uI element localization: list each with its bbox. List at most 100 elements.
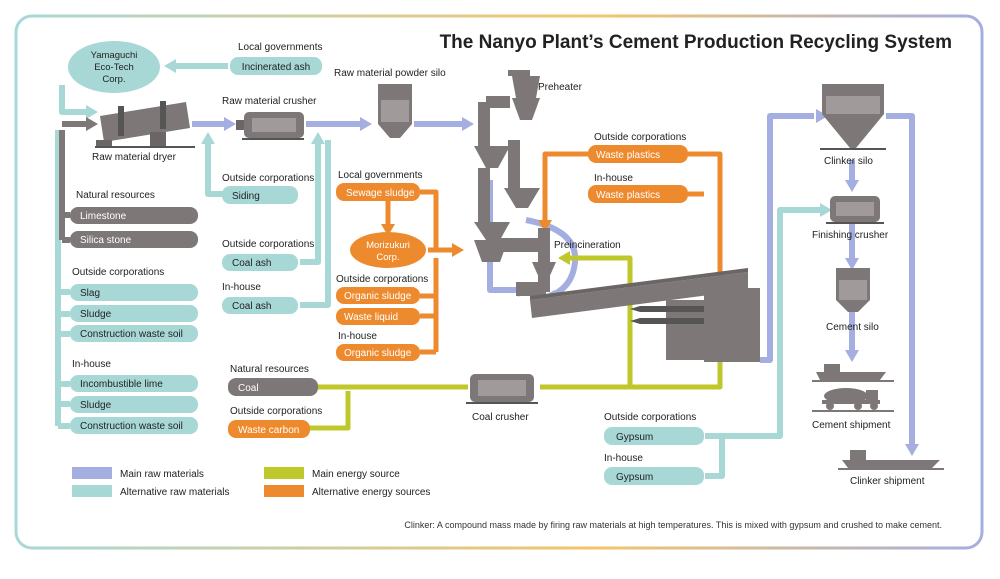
waste-liquid-box — [336, 308, 420, 325]
organic-sludge-2-text: Organic sludge — [344, 348, 412, 359]
powder-silo-icon — [378, 84, 412, 138]
legend-main-raw-label: Main raw materials — [120, 469, 204, 480]
outside-corp-coal-ash-label: Outside corporations — [222, 239, 314, 250]
raw-material-crusher-label: Raw material crusher — [222, 96, 317, 107]
coal-text: Coal — [238, 383, 259, 394]
limestone-text: Limestone — [80, 211, 127, 222]
incinerated-ash-box — [230, 57, 322, 75]
outside-corp-organic-label: Outside corporations — [336, 274, 428, 285]
local-gov-2-label: Local governments — [338, 170, 423, 181]
legend-alt-raw-swatch — [72, 485, 112, 497]
construction-soil-2-box — [70, 417, 198, 434]
cement-shipment-label: Cement shipment — [812, 420, 891, 431]
morizukuri-line-1: Morizukuri — [366, 240, 410, 251]
siding-text: Siding — [232, 191, 260, 202]
slag-box — [70, 284, 198, 301]
outside-corp-carbon-label: Outside corporations — [230, 406, 322, 417]
preincineration-label: Preincineration — [554, 240, 621, 251]
coal-crusher-label: Coal crusher — [472, 412, 529, 423]
raw-material-dryer-icon — [95, 101, 195, 148]
outside-corp-2-label: Outside corporations — [72, 267, 164, 278]
gypsum-2-box — [604, 467, 704, 485]
gypsum-1-box — [604, 427, 704, 445]
legend-alt-energy-label: Alternative energy sources — [312, 487, 430, 498]
legend: Main raw materials Alternative raw mater… — [72, 467, 430, 498]
organic-sludge-1-text: Organic sludge — [344, 291, 412, 302]
legend-alt-energy-swatch — [264, 485, 304, 497]
raw-material-dryer-label: Raw material dryer — [92, 152, 177, 163]
construction-soil-2-text: Construction waste soil — [80, 421, 183, 432]
inhouse-gypsum-label: In-house — [604, 453, 643, 464]
waste-carbon-text: Waste carbon — [238, 425, 299, 436]
preheater-label: Preheater — [538, 82, 583, 93]
incombustible-lime-box — [70, 375, 198, 392]
local-gov-1-label: Local governments — [238, 42, 323, 53]
clinker-shipment-label: Clinker shipment — [850, 476, 925, 487]
construction-soil-1-text: Construction waste soil — [80, 329, 183, 340]
waste-plastics-1-box — [588, 145, 688, 163]
yamaguchi-line-2: Eco-Tech — [94, 62, 134, 73]
coal-crusher-icon — [466, 374, 538, 404]
page-title: The Nanyo Plant’s Cement Production Recy… — [440, 32, 952, 53]
arrowheads — [86, 59, 919, 456]
rotary-kiln-icon — [530, 268, 760, 362]
rotary-kiln-label: Rotary kiln — [560, 315, 607, 326]
sludge-1-box — [70, 305, 198, 322]
gray-lines — [59, 121, 88, 243]
inhouse-plastics-label: In-house — [594, 173, 633, 184]
outside-corp-plastics-label: Outside corporations — [594, 132, 686, 143]
coal-ash-1-text: Coal ash — [232, 258, 271, 269]
morizukuri-node — [350, 232, 426, 268]
sewage-sludge-box — [336, 183, 420, 201]
yamaguchi-line-1: Yamaguchi — [91, 50, 138, 61]
morizukuri-line-2: Corp. — [376, 252, 399, 263]
footnote: Clinker: A compound mass made by firing … — [404, 520, 942, 530]
clinker-silo-label: Clinker silo — [824, 156, 873, 167]
main-raw-lines — [192, 113, 915, 446]
siding-box — [222, 186, 298, 204]
sludge-2-text: Sludge — [80, 400, 112, 411]
clinker-silo-icon — [820, 84, 886, 150]
legend-main-raw-swatch — [72, 467, 112, 479]
gypsum-2-text: Gypsum — [616, 472, 653, 483]
outside-corp-gypsum-label: Outside corporations — [604, 412, 696, 423]
construction-soil-1-box — [70, 325, 198, 342]
inhouse-organic-label: In-house — [338, 331, 377, 342]
outside-corp-siding-label: Outside corporations — [222, 173, 314, 184]
coal-ash-2-text: Coal ash — [232, 301, 271, 312]
sludge-2-box — [70, 396, 198, 413]
incombustible-lime-text: Incombustible lime — [80, 379, 163, 390]
legend-alt-raw-label: Alternative raw materials — [120, 487, 229, 498]
sludge-1-text: Sludge — [80, 309, 112, 320]
limestone-box — [70, 207, 198, 224]
outer-frame — [14, 14, 984, 550]
coal-ash-2-box — [222, 297, 298, 314]
finishing-crusher-icon — [826, 196, 884, 224]
inhouse-coal-ash-label: In-house — [222, 282, 261, 293]
coal-box — [228, 378, 318, 396]
legend-main-energy-label: Main energy source — [312, 469, 400, 480]
raw-material-crusher-icon — [236, 112, 304, 140]
natural-resources-2-label: Natural resources — [230, 364, 309, 375]
cement-silo-icon — [836, 268, 870, 312]
natural-resources-1-label: Natural resources — [76, 190, 155, 201]
coal-ash-1-box — [222, 254, 298, 271]
gypsum-1-text: Gypsum — [616, 432, 653, 443]
cement-ship-icon — [812, 364, 894, 382]
cement-truck-icon — [812, 388, 894, 412]
clinker-ship-icon — [838, 450, 944, 470]
silica-stone-text: Silica stone — [80, 235, 132, 246]
waste-plastics-2-text: Waste plastics — [596, 190, 660, 201]
slag-text: Slag — [80, 288, 100, 299]
cement-silo-label: Cement silo — [826, 322, 879, 333]
organic-sludge-2-box — [336, 344, 420, 361]
finishing-crusher-label: Finishing crusher — [812, 230, 889, 241]
powder-silo-label: Raw material powder silo — [334, 68, 446, 79]
preheater-icon — [474, 70, 556, 296]
yamaguchi-ecotech-node — [68, 41, 160, 93]
waste-liquid-text: Waste liquid — [344, 312, 398, 323]
organic-sludge-1-box — [336, 287, 420, 304]
silica-stone-box — [70, 231, 198, 248]
